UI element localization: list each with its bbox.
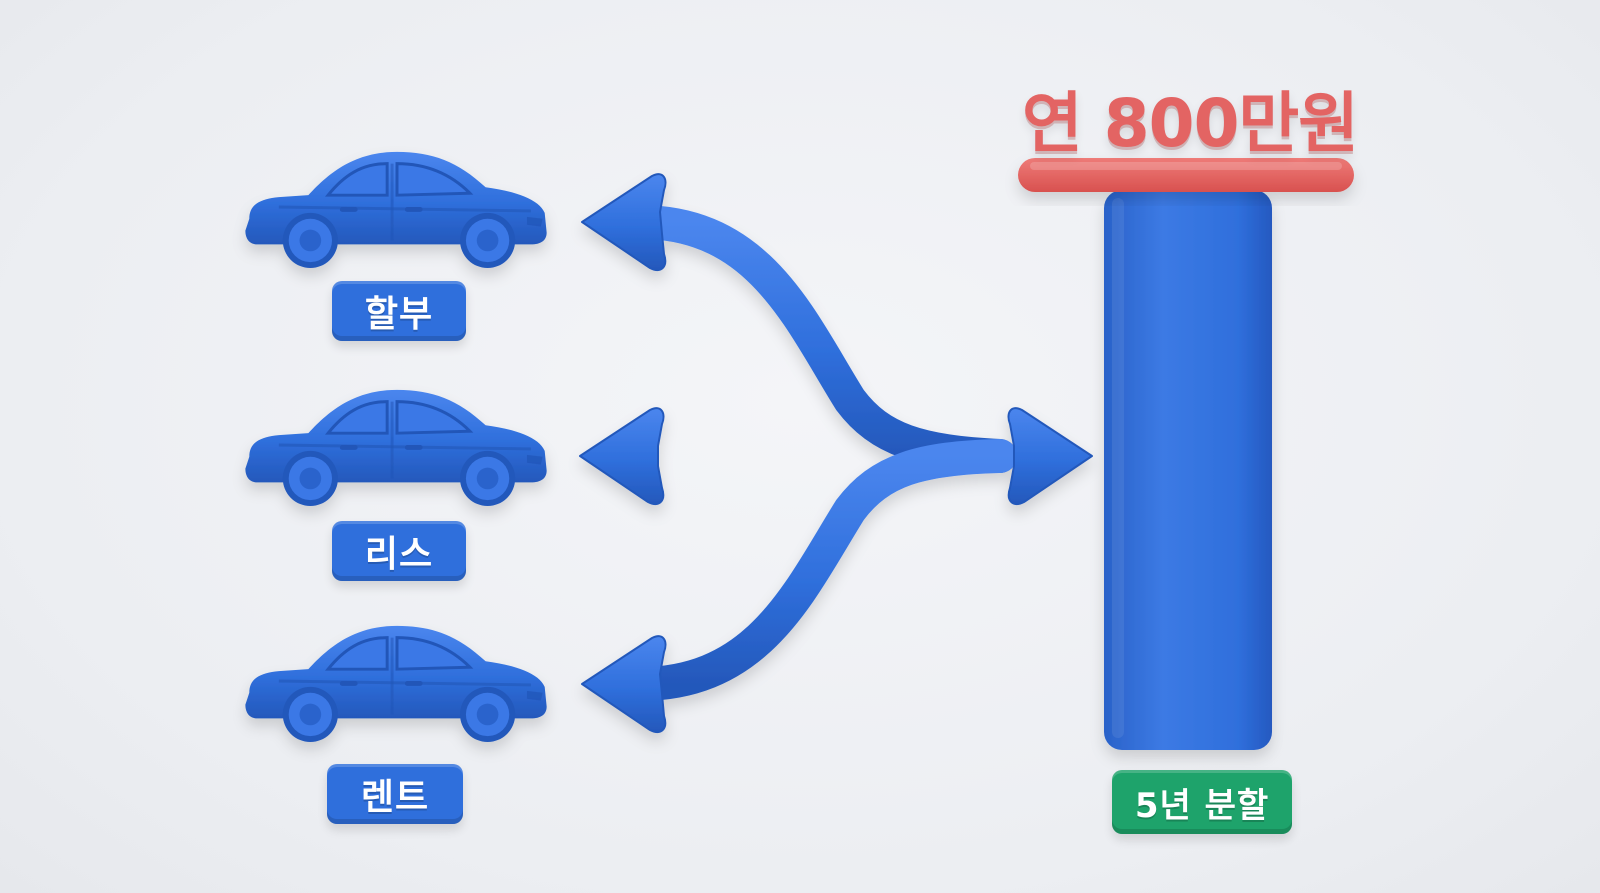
arrow-head-middle [579, 407, 665, 506]
car-icon-lease [243, 388, 549, 508]
arrow-head-top [581, 173, 667, 272]
arrow-branch-top [623, 205, 1017, 473]
arrow-branch-bottom [623, 439, 1017, 701]
car-icon-installment [243, 150, 549, 270]
arrow-icon [579, 173, 1093, 734]
payment-bar [1104, 190, 1272, 750]
car-icon-rent [243, 624, 549, 744]
amount-cap [1018, 158, 1354, 192]
option-label-lease: 리스 [332, 521, 466, 581]
arrow-head-right [1007, 407, 1093, 506]
option-label-installment: 할부 [332, 281, 466, 341]
split-period-label: 5년 분할 [1112, 770, 1292, 834]
annual-amount-label: 연 800만원 [1022, 85, 1359, 162]
arrow-head-bottom [581, 635, 667, 734]
option-label-rent: 렌트 [327, 764, 463, 824]
